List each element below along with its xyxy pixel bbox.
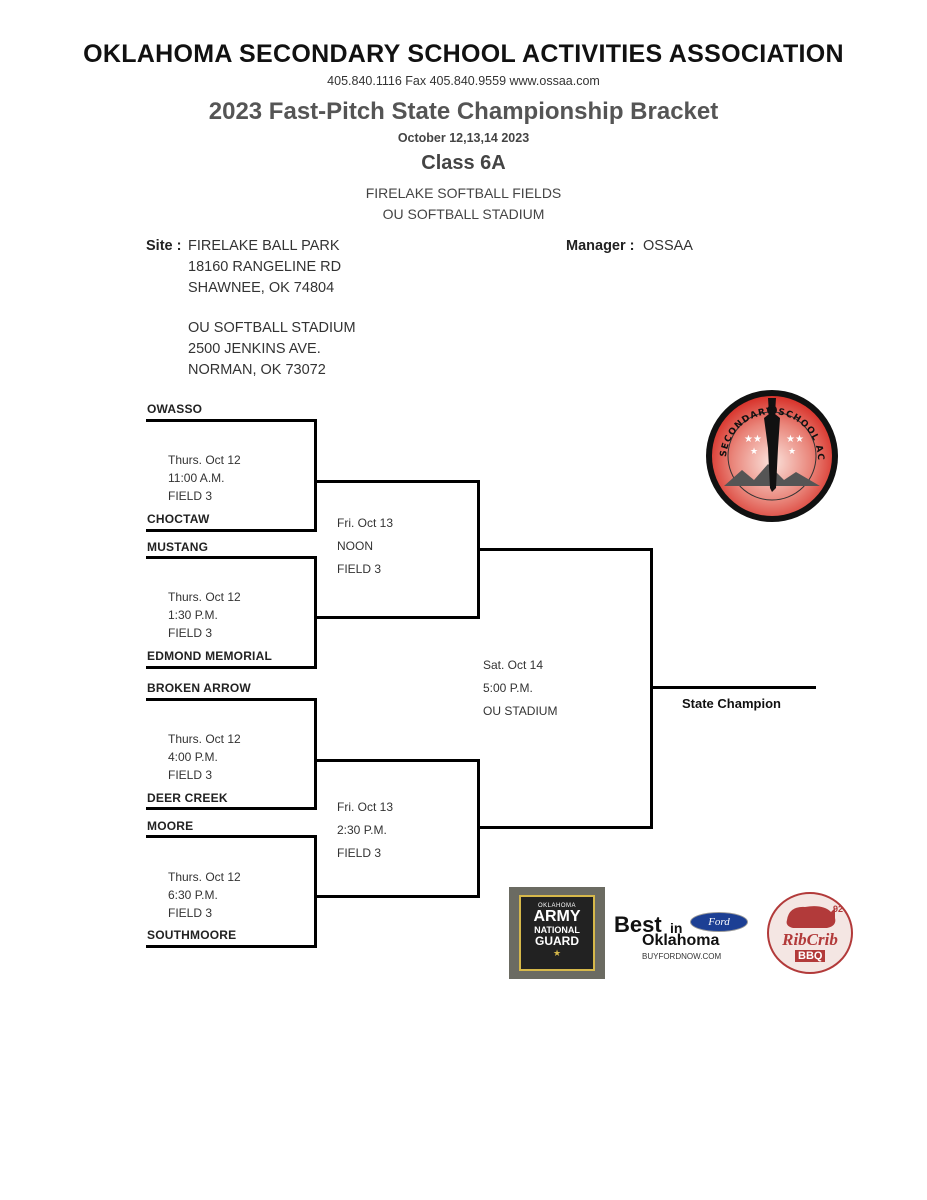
game-day: Fri. Oct 13 xyxy=(337,800,394,814)
ford-oval-icon: Ford xyxy=(690,912,748,932)
team-name: DEER CREEK xyxy=(147,791,228,805)
bracket-line xyxy=(146,835,317,838)
champion-line xyxy=(650,686,816,689)
svg-text:★: ★ xyxy=(750,447,758,457)
site-line: OU SOFTBALL STADIUM xyxy=(188,320,356,336)
best-in-oklahoma-ford-logo: Best in Ford Oklahoma BUYFORDNOW.COM xyxy=(612,906,752,966)
site-line: 2500 JENKINS AVE. xyxy=(188,341,321,357)
event-title: 2023 Fast-Pitch State Championship Brack… xyxy=(208,98,719,125)
svg-text:★: ★ xyxy=(788,447,796,457)
bracket-line xyxy=(314,480,480,483)
game-info-r1: Thurs. Oct 12 4:00 P.M. FIELD 3 xyxy=(168,730,241,784)
game-time: 2:30 P.M. xyxy=(337,823,387,837)
game-field: FIELD 3 xyxy=(337,846,382,860)
team-name: EDMOND MEMORIAL xyxy=(147,649,272,663)
game-field: FIELD 3 xyxy=(168,906,213,920)
site-line: FIRELAKE BALL PARK xyxy=(188,238,340,254)
bracket-line xyxy=(314,698,317,810)
bracket-line xyxy=(314,419,317,532)
team-name: OWASSO xyxy=(147,402,203,416)
contact-line: 405.840.1116 Fax 405.840.9559 www.ossaa.… xyxy=(327,74,600,88)
game-day: Thurs. Oct 12 xyxy=(168,732,241,746)
game-time: 6:30 P.M. xyxy=(168,888,218,902)
ribcrib-logo-text: 92 xyxy=(833,904,844,914)
ford-logo-text: BUYFORDNOW.COM xyxy=(642,952,722,961)
army-logo-text: OKLAHOMA xyxy=(537,903,576,909)
army-logo-text: ARMY xyxy=(533,908,581,925)
ribcrib-logo-text: RibCrib xyxy=(782,930,838,949)
game-field: FIELD 3 xyxy=(168,626,213,640)
bracket-line xyxy=(314,616,480,619)
champion-label: State Champion xyxy=(682,696,781,711)
bracket-line xyxy=(314,556,317,669)
game-time: 11:00 A.M. xyxy=(168,471,225,485)
game-time: 5:00 P.M. xyxy=(483,681,533,695)
ribcrib-logo-text: BBQ xyxy=(795,950,826,962)
game-day: Fri. Oct 13 xyxy=(337,516,394,530)
bracket-line xyxy=(146,945,317,948)
venue-firelake: FIRELAKE SOFTBALL FIELDS xyxy=(365,185,562,201)
star-icon: ★ xyxy=(552,948,562,958)
bracket-line xyxy=(146,419,317,422)
venue-ou: OU SOFTBALL STADIUM xyxy=(382,206,545,222)
team-name: CHOCTAW xyxy=(147,512,210,526)
game-day: Thurs. Oct 12 xyxy=(168,453,241,467)
game-info-semi: Fri. Oct 13 NOON FIELD 3 xyxy=(337,512,393,581)
svg-text:★★: ★★ xyxy=(786,434,804,445)
ford-logo-text: Best xyxy=(614,912,662,937)
site-line: 18160 RANGELINE RD xyxy=(188,259,342,275)
bracket-line xyxy=(146,698,317,701)
game-field: FIELD 3 xyxy=(168,768,213,782)
event-dates: October 12,13,14 2023 xyxy=(397,131,530,145)
ford-logo-text: in xyxy=(670,920,683,936)
game-info-semi: Fri. Oct 13 2:30 P.M. FIELD 3 xyxy=(337,796,393,865)
game-day: Thurs. Oct 12 xyxy=(168,870,241,884)
army-national-guard-logo: OKLAHOMA ARMY NATIONAL GUARD ★ xyxy=(509,887,605,979)
site-line: NORMAN, OK 73072 xyxy=(188,362,326,378)
class-label: Class 6A xyxy=(421,152,506,174)
ford-logo-text: Oklahoma xyxy=(642,932,720,949)
game-time: 4:00 P.M. xyxy=(168,750,218,764)
game-info-r1: Thurs. Oct 12 1:30 P.M. FIELD 3 xyxy=(168,588,241,642)
manager-value: OSSAA xyxy=(643,238,693,254)
bracket-line xyxy=(146,556,317,559)
org-title: OKLAHOMA SECONDARY SCHOOL ACTIVITIES ASS… xyxy=(83,40,844,68)
game-info-final: Sat. Oct 14 5:00 P.M. OU STADIUM xyxy=(483,654,557,723)
game-field: OU STADIUM xyxy=(483,704,558,718)
ribcrib-bbq-logo: 92 RibCrib BBQ xyxy=(765,890,855,976)
bracket-line xyxy=(477,826,653,829)
game-day: Sat. Oct 14 xyxy=(483,658,544,672)
army-logo-text: GUARD xyxy=(535,934,579,948)
team-name: MUSTANG xyxy=(147,540,209,554)
game-info-r1: Thurs. Oct 12 6:30 P.M. FIELD 3 xyxy=(168,868,241,922)
game-time: 1:30 P.M. xyxy=(168,608,218,622)
bracket-line xyxy=(146,807,317,810)
game-time: NOON xyxy=(337,539,373,553)
game-day: Thurs. Oct 12 xyxy=(168,590,241,604)
game-info-r1: Thurs. Oct 12 11:00 A.M. FIELD 3 xyxy=(168,451,241,505)
bracket-line xyxy=(314,759,480,762)
bracket-line xyxy=(477,548,653,551)
bracket-line xyxy=(314,895,480,898)
bracket-line xyxy=(314,835,317,948)
game-field: FIELD 3 xyxy=(168,489,213,503)
bracket-line xyxy=(146,666,317,669)
site-line: SHAWNEE, OK 74804 xyxy=(188,280,335,296)
team-name: SOUTHMOORE xyxy=(147,928,237,942)
svg-text:★★: ★★ xyxy=(744,434,762,445)
game-field: FIELD 3 xyxy=(337,562,382,576)
army-logo-text: NATIONAL xyxy=(534,925,580,935)
bracket-line xyxy=(146,529,317,532)
team-name: BROKEN ARROW xyxy=(147,681,251,695)
site-label: Site : xyxy=(146,238,182,254)
team-name: MOORE xyxy=(147,819,194,833)
ossaa-seal-logo: ★★ ★★ ★ ★ SECONDARY SCHOOL ACTIVITIES xyxy=(700,381,840,524)
manager-label: Manager : xyxy=(566,238,635,254)
